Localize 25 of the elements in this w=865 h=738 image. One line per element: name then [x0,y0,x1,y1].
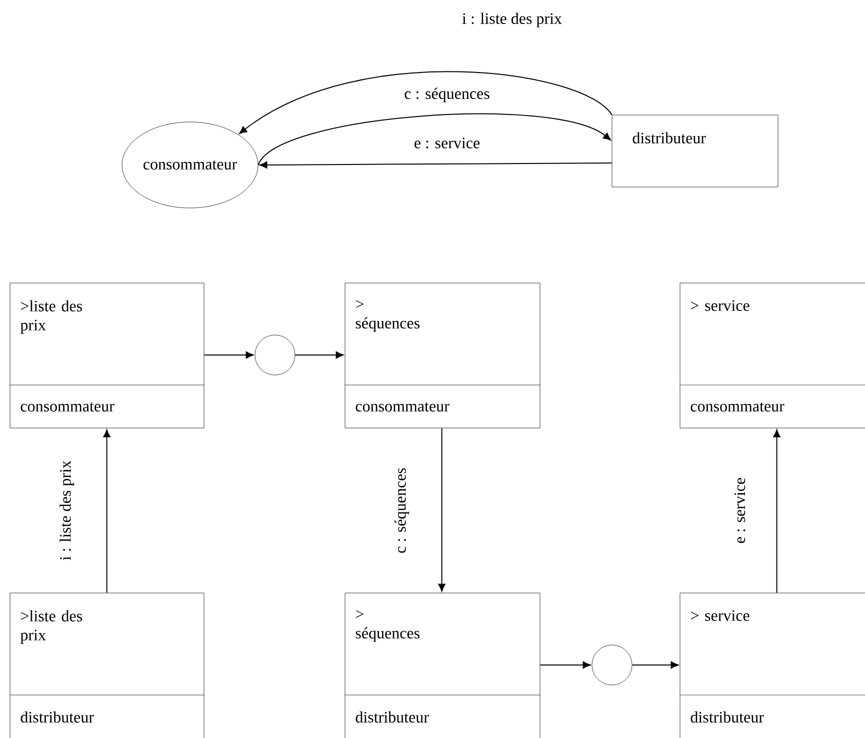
ellipse-node: consommateur [122,122,258,208]
arrow [103,429,110,594]
arrow [239,71,612,134]
arrow [204,351,254,359]
arrow [438,428,446,592]
edge-label: c : séquences [404,88,490,102]
edge-label: e : service [734,478,746,543]
arrow [632,661,679,669]
edge-label: i : liste des prix [462,12,562,28]
circle-node [592,644,632,686]
class-box: > séquences distributeur [344,592,540,738]
arrow [540,661,591,669]
class-box: > service consommateur [680,282,865,428]
edge-label: c : séquences [394,468,410,553]
class-box: >liste des prix distributeur [10,592,204,738]
arrow [259,161,612,168]
process-box: distributeur [612,114,778,188]
edge-label: e : service [414,138,480,148]
class-box: > service distributeur [680,592,865,738]
arrow [294,351,344,359]
arrow [773,429,780,594]
class-box: >liste des prix consommateur [10,282,204,428]
arrow [258,114,611,166]
edge-label: i : liste des prix [60,460,74,560]
circle-node [254,334,296,376]
